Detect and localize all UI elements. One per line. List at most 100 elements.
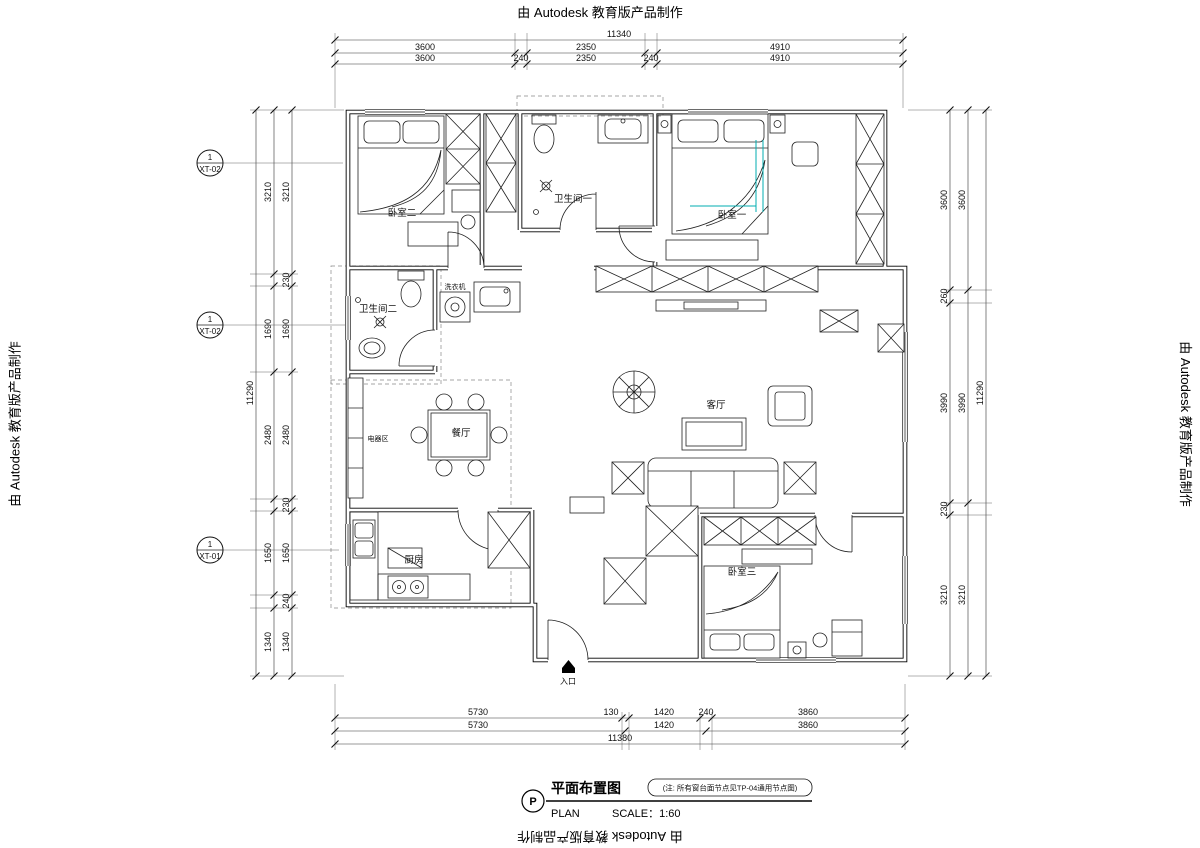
dim-label: 230 (281, 497, 291, 512)
light-symbol-bath1 (539, 179, 553, 193)
section-marker-xt01: 1 XT-01 (196, 536, 339, 564)
drawing-title: 平面布置图 (551, 780, 621, 796)
dim-label: 2480 (281, 425, 291, 445)
kitchen-furniture (349, 511, 531, 601)
dim-label: 5730 (468, 720, 488, 730)
dim-label: 3210 (939, 585, 949, 605)
room-label-bath1: 卫生间一 (554, 193, 593, 205)
dim-label: 3860 (798, 707, 818, 717)
dashed-outlines (330, 95, 664, 609)
dim-label: 11290 (245, 381, 255, 405)
rug-bedroom1 (665, 239, 759, 261)
dim-label: 130 (603, 707, 618, 717)
entrance-arrow-icon (562, 660, 575, 673)
entrance-label: 入口 (560, 677, 576, 686)
stool (812, 632, 828, 648)
door-bedroom2 (447, 231, 485, 269)
dim-label: 11290 (975, 381, 985, 405)
section-marker-xt02-a: 1 XT-02 (196, 149, 343, 177)
window-bedroom3-right (902, 556, 908, 624)
dim-label: 1340 (263, 632, 273, 652)
dim-label: 1650 (281, 543, 291, 563)
dim-label: 4910 (770, 53, 790, 63)
dim-label: 5730 (468, 707, 488, 717)
svg-text:1: 1 (208, 315, 213, 324)
svg-text:XT-01: XT-01 (199, 552, 221, 561)
sofa (647, 457, 779, 509)
bedroom1-furniture (657, 113, 885, 265)
section-markers: 1 XT-02 1 XT-02 1 XT-01 (196, 149, 345, 564)
room-label-bedroom1: 卧室一 (718, 209, 747, 221)
title-circle-letter: P (529, 796, 536, 808)
washing-machine (439, 291, 471, 323)
plant (612, 370, 656, 414)
dim-label: 3600 (939, 190, 949, 210)
window-bedroom2 (365, 109, 425, 115)
windows (345, 109, 908, 663)
watermark-top: 由 Autodesk 教育版产品制作 (517, 5, 683, 20)
laundry-furniture (439, 281, 521, 323)
dim-label: 1420 (654, 707, 674, 717)
desk (831, 619, 863, 657)
plan-label: PLAN (551, 808, 580, 820)
dim-label: 3990 (957, 393, 967, 413)
svg-text:1: 1 (208, 153, 213, 162)
svg-text:XT-02: XT-02 (199, 165, 221, 174)
living-furniture (611, 323, 905, 509)
bath2-furniture (355, 270, 425, 359)
section-marker-xt02-b: 1 XT-02 (196, 311, 345, 339)
armchair (767, 385, 813, 427)
svg-text:1: 1 (208, 540, 213, 549)
door-entry (547, 619, 589, 661)
dim-label: 1420 (654, 720, 674, 730)
room-label-bath2: 卫生间二 (359, 303, 397, 315)
window-bath2 (345, 296, 351, 340)
bath1-furniture (485, 113, 649, 215)
dim-label: 260 (939, 288, 949, 303)
dim-label: 240 (513, 53, 528, 63)
label-washer: 洗衣机 (445, 282, 466, 291)
door-bedroom3 (814, 514, 853, 553)
dim-label: 240 (281, 593, 291, 608)
dim-label: 2350 (576, 42, 596, 52)
dim-label: 230 (281, 272, 291, 287)
room-label-living: 客厅 (706, 399, 726, 411)
bedroom3-furniture (703, 516, 863, 659)
dim-label: 3210 (957, 585, 967, 605)
door-bath2 (398, 329, 436, 367)
corridor-furniture (595, 265, 859, 333)
room-label-kitchen: 厨房 (404, 554, 423, 566)
dims-left: 11290 3210 1690 2480 1650 1340 3210 230 … (245, 106, 344, 680)
dim-label: 1690 (263, 319, 273, 339)
rug-bedroom3 (741, 548, 813, 565)
rug-bedroom2 (407, 221, 459, 247)
room-label-dining: 餐厅 (451, 427, 471, 439)
dim-label: 3990 (939, 393, 949, 413)
dims-right: 3600 260 3990 230 3210 3600 3990 3210 11… (908, 106, 992, 680)
room-label-bedroom3: 卧室三 (728, 566, 757, 578)
door-bath1 (559, 192, 597, 231)
entry-furniture (569, 496, 699, 605)
note-box (647, 778, 813, 797)
room-label-bedroom2: 卧室二 (388, 207, 417, 219)
light-symbol-bath2 (373, 315, 387, 329)
dim-label: 11380 (608, 733, 632, 743)
note-text: (注: 所有窗台面节点见TP-04通用节点图) (663, 783, 798, 793)
title-circle (521, 789, 545, 813)
dim-label: 2480 (263, 425, 273, 445)
title-block: P 平面布置图 (注: 所有窗台面节点见TP-04通用节点图) PLAN SCA… (521, 778, 813, 820)
dim-label: 1650 (263, 543, 273, 563)
dim-label: 240 (698, 707, 713, 717)
room-labels: 卧室二 卫生间一 卧室一 卫生间二 洗衣机 电器区 餐厅 客厅 厨房 卧室三 (359, 193, 756, 578)
dim-label: 3210 (263, 182, 273, 202)
dim-label: 11340 (607, 29, 631, 39)
dim-label: 3600 (415, 42, 435, 52)
highlighted-curtain (690, 140, 764, 212)
dim-label: 1340 (281, 632, 291, 652)
bedroom2-furniture (357, 113, 481, 247)
dim-label: 3600 (957, 190, 967, 210)
tv (683, 301, 739, 310)
label-appliance-zone: 电器区 (368, 434, 389, 443)
dining-furniture (347, 377, 508, 499)
